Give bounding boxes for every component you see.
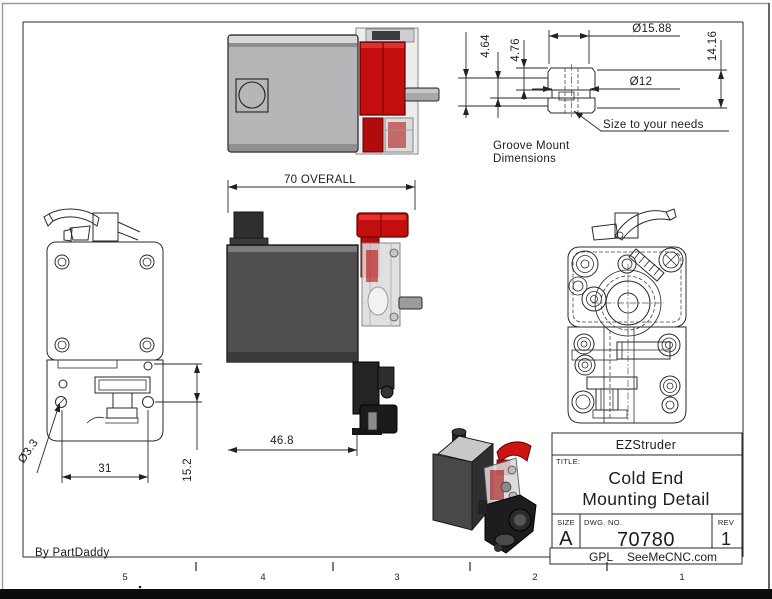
zone-labels: 5 4 3 2 1 [122,572,684,583]
rev-label: REV [718,518,734,527]
dwg-no-value: 70780 [617,529,675,551]
dim-outer-dia-label: Ø15.88 [632,23,672,35]
dim-hole-offset: 15.2 [154,363,202,482]
zone-1: 1 [679,572,684,583]
front-assembly-view [226,211,423,435]
dim-mount-width: 46.8 [228,428,358,456]
face-line-view [43,208,164,442]
title-block-product: EZStruder [616,438,677,452]
groove-caption-line2: Dimensions [493,153,556,165]
dim-mount-width-label: 46.8 [270,435,294,447]
back-line-view [567,208,687,424]
dim-groove-b-label: 4.76 [510,38,522,62]
dwg-no-label: DWG. NO. [584,518,622,527]
iso-view [432,428,537,554]
groove-note: Size to your needs [603,119,704,131]
zone-5: 5 [122,572,127,583]
groove-caption-line1: Groove Mount [493,140,570,152]
dim-overall: 70 OVERALL [227,174,416,213]
drawing-title-line1: Cold End [608,468,683,488]
zone-3: 3 [394,572,399,583]
title-label: TITLE: [556,457,580,466]
dim-inner-dia-label: Ø12 [630,76,653,88]
dim-overall-label: 70 OVERALL [284,174,356,186]
size-value: A [559,528,573,550]
dim-hole-spacing: 31 [61,410,149,483]
rev-value: 1 [721,529,731,549]
title-block: EZStruder TITLE: Cold End Mounting Detai… [549,432,743,565]
zone-2: 2 [532,572,537,583]
top-side-view [227,27,440,155]
license-label: GPL [589,550,613,564]
dim-hole-spacing-label: 31 [98,463,111,475]
site-label: SeeMeCNC.com [627,550,717,564]
dim-groove-a-label: 4.64 [480,34,492,58]
drawing-title-line2: Mounting Detail [582,489,710,509]
size-label: SIZE [557,518,575,527]
zone-4: 4 [260,572,265,583]
author-credit: By PartDaddy [35,547,110,559]
dim-height-label: 14.16 [707,31,719,61]
groove-detail-drawing: Ø15.88 14.16 Ø12 4.64 4.76 Size to [458,23,729,165]
dim-hole-offset-label: 15.2 [182,458,194,482]
